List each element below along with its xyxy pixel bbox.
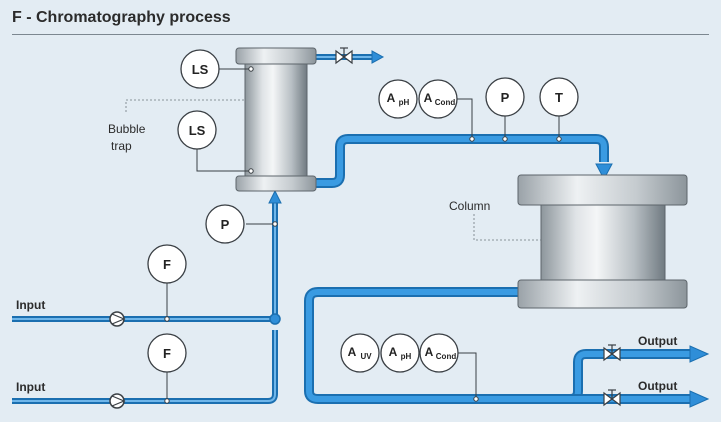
output-top-label: Output bbox=[638, 334, 677, 348]
pump-icon bbox=[109, 311, 126, 327]
bubble-trap-label-line1: Bubble bbox=[108, 122, 146, 136]
analyzer-top-cond-sub: Cond bbox=[435, 98, 456, 107]
dashed-leaders bbox=[125, 99, 541, 241]
flow-sensor-bottom bbox=[147, 333, 187, 373]
temperature-sensor bbox=[539, 77, 579, 117]
flow-arrows bbox=[268, 50, 710, 408]
analyzer-top-cond bbox=[418, 79, 458, 119]
instrument-circles bbox=[147, 49, 579, 373]
page-title: F - Chromatography process bbox=[12, 9, 231, 26]
analyzer-top-ph bbox=[378, 79, 418, 119]
analyzer-bot-cond-main: A bbox=[425, 345, 434, 359]
level-sensor-top bbox=[180, 49, 220, 89]
analyzer-bot-uv-sub: UV bbox=[360, 352, 372, 361]
chromatography-column bbox=[517, 174, 688, 309]
analyzer-bot-cond-sub: Cond bbox=[436, 352, 457, 361]
pipe-input-bottom bbox=[12, 330, 278, 404]
flow-sensor-top bbox=[147, 244, 187, 284]
input-bottom-label: Input bbox=[16, 380, 45, 394]
level-sensor-bottom bbox=[177, 110, 217, 150]
valve-icon bbox=[603, 344, 621, 362]
instrument-links bbox=[166, 68, 560, 401]
output-bottom-label: Output bbox=[638, 379, 677, 393]
analyzer-top-ph-main: A bbox=[387, 91, 396, 105]
column-label: Column bbox=[449, 199, 490, 213]
arrow-icon bbox=[371, 50, 385, 64]
pump-icon bbox=[109, 393, 126, 409]
p-inlet-label: P bbox=[221, 217, 230, 232]
diagram-labels: Bubble trap Column Input Input Output Ou… bbox=[16, 122, 677, 394]
analyzer-bottom-ph bbox=[380, 333, 420, 373]
f-top-label: F bbox=[163, 257, 171, 272]
valve-icon bbox=[603, 389, 621, 407]
ls-top-label: LS bbox=[192, 62, 209, 77]
analyzer-bot-ph-sub: pH bbox=[401, 352, 412, 361]
analyzer-top-cond-main: A bbox=[424, 91, 433, 105]
tap-points bbox=[164, 66, 562, 404]
p-outlet-label: P bbox=[501, 90, 510, 105]
instrument-labels: LS LS P F F P T A pH A Cond A UV A pH A … bbox=[163, 62, 563, 361]
analyzer-top-ph-sub: pH bbox=[399, 98, 410, 107]
arrow-icon bbox=[689, 345, 710, 363]
valve-icon bbox=[335, 47, 353, 65]
t-label: T bbox=[555, 90, 563, 105]
title-divider bbox=[12, 34, 709, 35]
analyzer-bottom-cond bbox=[419, 333, 459, 373]
bubble-trap bbox=[235, 47, 317, 192]
pressure-sensor-outlet bbox=[485, 77, 525, 117]
pressure-sensor-inlet bbox=[205, 204, 245, 244]
arrow-icon bbox=[268, 189, 282, 204]
bubble-trap-label-line2: trap bbox=[111, 139, 132, 153]
analyzer-bot-ph-main: A bbox=[389, 345, 398, 359]
junction-node bbox=[269, 313, 281, 325]
f-bottom-label: F bbox=[163, 346, 171, 361]
arrow-icon bbox=[595, 163, 613, 181]
analyzer-bottom-uv bbox=[340, 333, 380, 373]
arrow-icon bbox=[689, 390, 710, 408]
ls-bottom-label: LS bbox=[189, 123, 206, 138]
analyzer-bot-uv-main: A bbox=[348, 345, 357, 359]
pipe-network bbox=[12, 54, 690, 404]
input-top-label: Input bbox=[16, 298, 45, 312]
